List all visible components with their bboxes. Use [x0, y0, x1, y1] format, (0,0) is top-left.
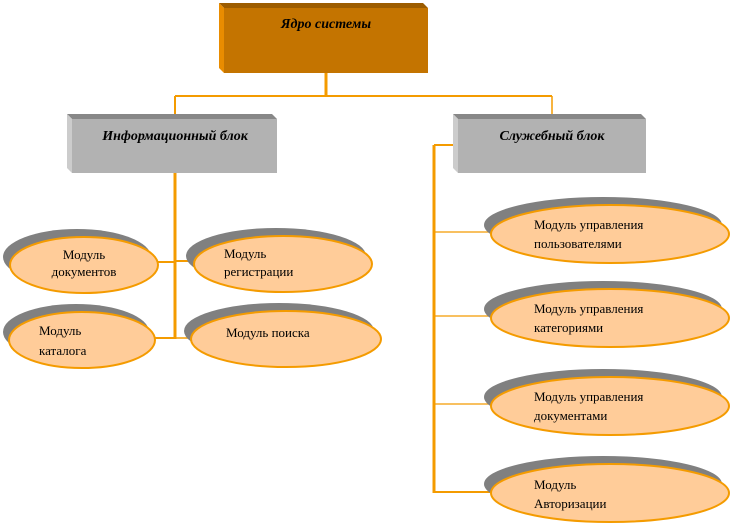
- core-box-label: Ядро системы: [280, 17, 371, 32]
- module-user-management[interactable]: Модуль управления пользователями: [484, 197, 730, 264]
- module-document-management[interactable]: Модуль управления документами: [484, 369, 730, 436]
- module-ellipse: [490, 376, 730, 436]
- core-box-left-bevel: [219, 3, 224, 73]
- info-block-box[interactable]: Информационный блок: [67, 114, 277, 173]
- module-catalog[interactable]: Модуль каталога: [3, 304, 156, 369]
- service-block-label: Служебный блок: [499, 129, 605, 144]
- module-ellipse: [190, 310, 382, 368]
- module-label-line2: категориями: [534, 320, 603, 335]
- module-label-line2: документами: [534, 408, 607, 423]
- module-label-line1: Модуль: [224, 246, 266, 261]
- service-block-top-bevel: [453, 114, 646, 119]
- service-block-face: [458, 119, 646, 173]
- module-label-line2: Авторизации: [534, 496, 606, 511]
- module-label-line1: Модуль: [534, 477, 576, 492]
- module-category-management[interactable]: Модуль управления категориями: [484, 281, 730, 348]
- module-label-line1: Модуль управления: [534, 301, 643, 316]
- module-label-line1: Модуль управления: [534, 217, 643, 232]
- module-ellipse: [490, 204, 730, 264]
- module-label-line2: регистрации: [224, 264, 293, 279]
- module-label-line2: документов: [52, 264, 117, 279]
- module-ellipse: [8, 311, 156, 369]
- module-label-line1: Модуль управления: [534, 389, 643, 404]
- module-documents[interactable]: Модуль документов: [3, 229, 159, 294]
- info-block-label: Информационный блок: [101, 129, 249, 144]
- module-ellipse: [9, 236, 159, 294]
- connectors: [155, 73, 553, 493]
- module-registration[interactable]: Модуль регистрации: [186, 228, 373, 293]
- module-ellipse: [490, 288, 730, 348]
- module-ellipse: [490, 463, 730, 523]
- service-block-left-bevel: [453, 114, 458, 173]
- info-block-face: [72, 119, 277, 173]
- module-search[interactable]: Модуль поиска: [184, 303, 382, 368]
- core-box[interactable]: Ядро системы: [219, 3, 428, 73]
- module-label-line1: Модуль поиска: [226, 325, 310, 340]
- core-box-top-bevel: [219, 3, 428, 8]
- core-box-face: [224, 8, 428, 73]
- module-label-line1: Модуль: [39, 323, 81, 338]
- service-block-box[interactable]: Служебный блок: [453, 114, 646, 173]
- module-ellipse: [193, 235, 373, 293]
- module-authorization[interactable]: Модуль Авторизации: [484, 456, 730, 523]
- info-block-top-bevel: [67, 114, 277, 119]
- module-label-line2: каталога: [39, 343, 87, 358]
- module-label-line2: пользователями: [534, 236, 622, 251]
- info-block-left-bevel: [67, 114, 72, 173]
- module-label-line1: Модуль: [63, 247, 105, 262]
